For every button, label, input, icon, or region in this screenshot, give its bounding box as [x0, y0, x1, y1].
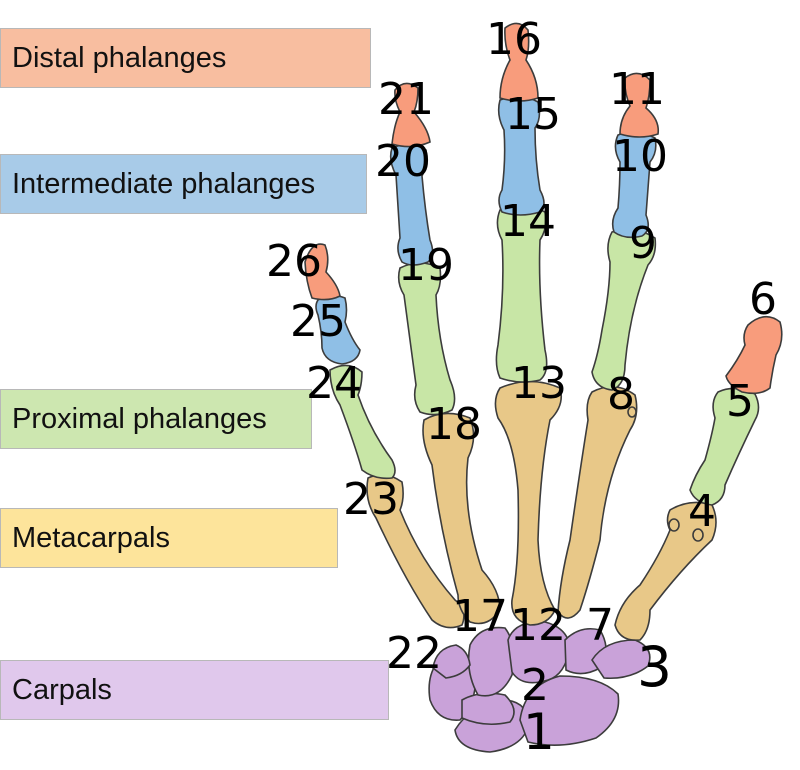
bone-number-15: 15: [505, 89, 561, 140]
proximal-phalanx-bones: [329, 204, 760, 506]
carpal-bone: [519, 675, 620, 746]
intermediate-phalanx-bone: [497, 95, 545, 216]
legend-proximal-phalanges: Proximal phalanges: [0, 389, 312, 449]
intermediate-phalanx-bone: [315, 294, 361, 365]
bone-number-19: 19: [398, 240, 454, 291]
legend-label: Distal phalanges: [12, 41, 227, 74]
legend-label: Carpals: [12, 673, 112, 706]
bone-number-26: 26: [266, 236, 322, 287]
bone-number-21: 21: [378, 74, 434, 125]
bone-number-24: 24: [306, 358, 362, 409]
legend-intermediate-phalanges: Intermediate phalanges: [0, 154, 367, 214]
metacarpal-bone: [614, 501, 717, 642]
bone-number-12: 12: [510, 600, 566, 651]
bone-number-17: 17: [452, 591, 508, 642]
bone-number-13: 13: [511, 358, 567, 409]
sesamoid-bone: [627, 406, 637, 418]
intermediate-phalanx-bones: [315, 95, 657, 365]
legend-label: Proximal phalanges: [12, 402, 267, 435]
distal-phalanx-bone: [619, 72, 660, 138]
distal-phalanx-bone: [391, 82, 431, 148]
metacarpal-bone: [557, 385, 638, 619]
sesamoid-bone: [668, 518, 680, 532]
distal-phalanx-bone: [304, 243, 341, 301]
bone-number-6: 6: [749, 274, 777, 325]
proximal-phalanx-bone: [397, 262, 456, 416]
bone-number-4: 4: [688, 486, 716, 537]
legend-label: Intermediate phalanges: [12, 167, 316, 200]
intermediate-phalanx-bone: [389, 143, 434, 266]
bone-number-25: 25: [290, 296, 346, 347]
carpal-bone: [591, 639, 651, 680]
bone-number-16: 16: [486, 14, 542, 65]
distal-phalanx-bone: [499, 22, 539, 102]
metacarpal-bone: [494, 380, 563, 626]
proximal-phalanx-bone: [495, 204, 548, 383]
carpal-bone: [432, 644, 471, 679]
legend-label: Metacarpals: [12, 521, 170, 554]
bone-number-10: 10: [612, 131, 668, 182]
metacarpal-bone: [422, 412, 501, 625]
bone-number-14: 14: [500, 196, 556, 247]
carpal-bone: [467, 626, 515, 697]
proximal-phalanx-bone: [689, 387, 760, 506]
bone-number-23: 23: [343, 474, 399, 525]
bone-number-2: 2: [521, 660, 549, 711]
bone-number-9: 9: [629, 218, 657, 269]
distal-phalanx-bone: [725, 315, 783, 395]
intermediate-phalanx-bone: [611, 131, 657, 239]
bone-number-5: 5: [726, 376, 754, 427]
bone-number-7: 7: [586, 600, 614, 651]
proximal-phalanx-bone: [329, 364, 396, 480]
carpal-bones: [428, 621, 651, 753]
legend-distal-phalanges: Distal phalanges: [0, 28, 371, 88]
distal-phalanx-bones: [304, 22, 783, 395]
legend-metacarpals: Metacarpals: [0, 508, 338, 568]
bone-number-1: 1: [523, 703, 555, 761]
bone-number-18: 18: [426, 399, 482, 450]
bone-number-11: 11: [609, 64, 665, 115]
legend-carpals: Carpals: [0, 660, 389, 720]
bone-number-8: 8: [607, 369, 635, 420]
metacarpal-bones: [366, 380, 717, 642]
bone-number-22: 22: [386, 628, 442, 679]
bone-number-3: 3: [637, 635, 672, 699]
proximal-phalanx-bone: [591, 228, 657, 391]
carpal-bone: [461, 692, 515, 726]
sesamoid-bone: [692, 528, 704, 542]
sesamoid-bones: [627, 406, 704, 542]
bone-number-20: 20: [375, 136, 431, 187]
